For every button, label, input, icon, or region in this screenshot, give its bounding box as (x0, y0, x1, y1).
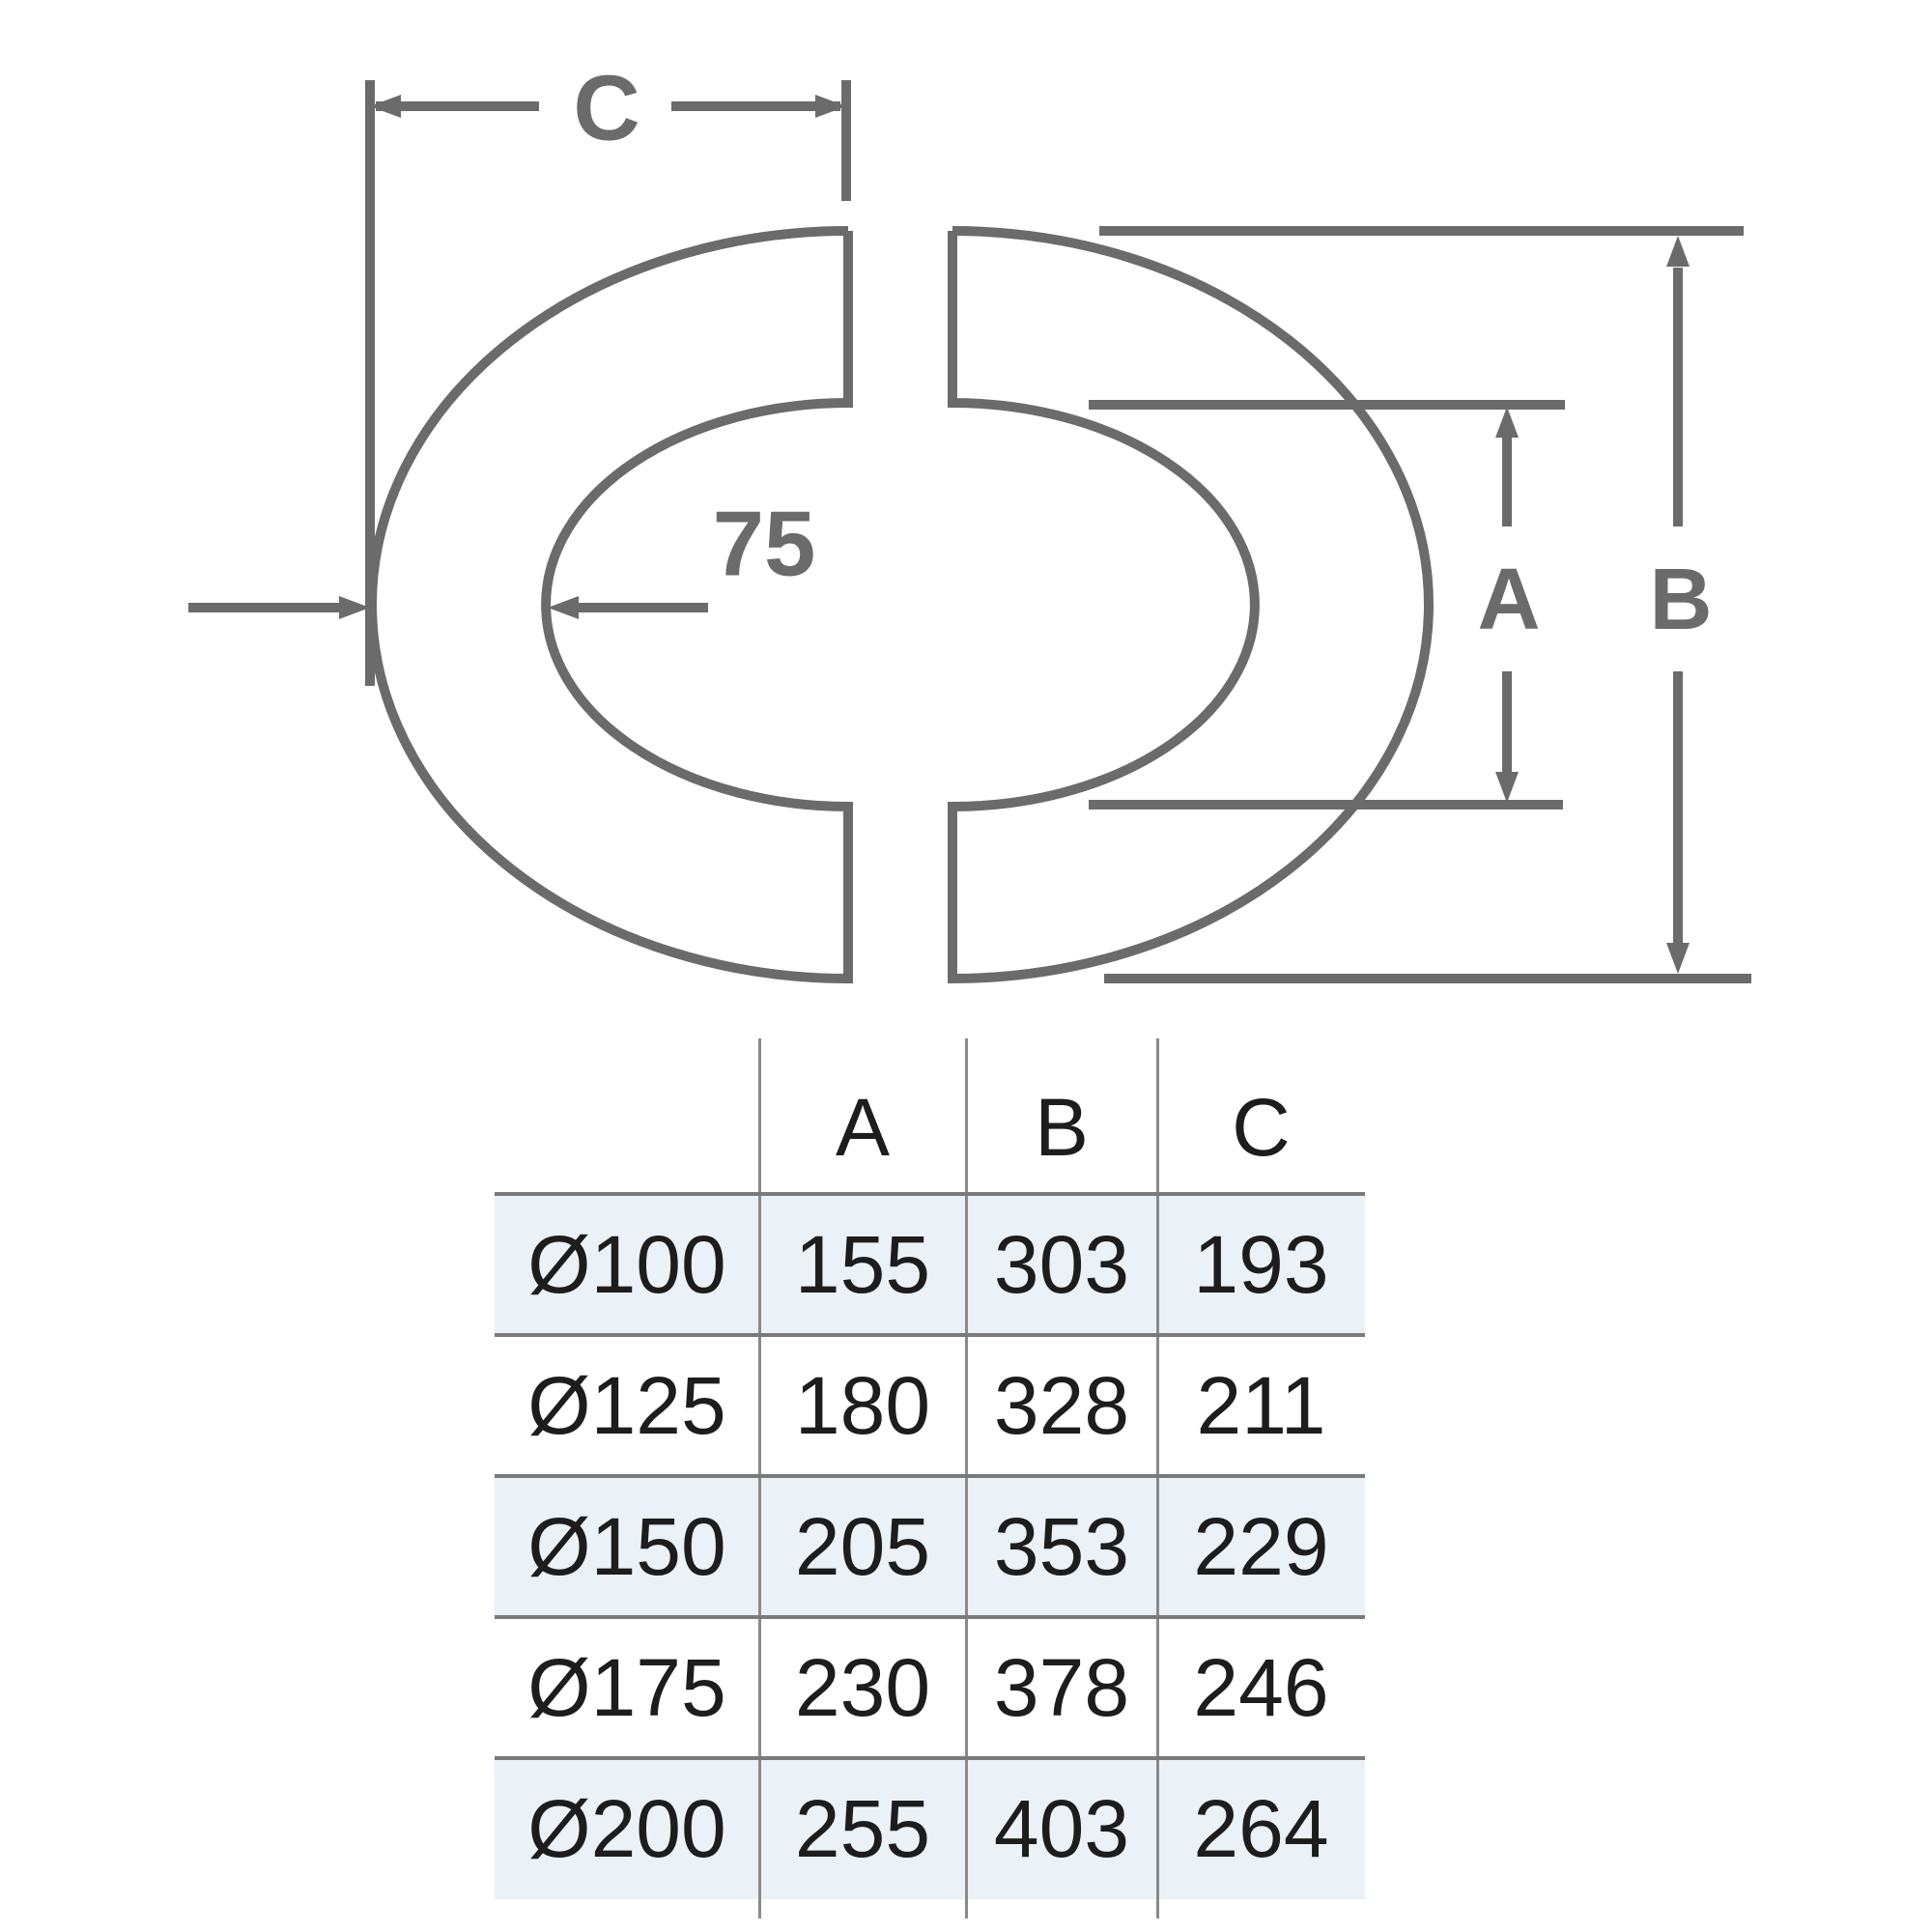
table-cell-value: 255 (794, 1783, 931, 1874)
dim-c-label: C (573, 57, 639, 160)
dim-a-label: A (1478, 552, 1541, 648)
table-cell-value: 229 (1193, 1501, 1329, 1592)
table-row-label: Ø125 (527, 1360, 726, 1451)
table-cell-value: 230 (794, 1642, 931, 1733)
table-cell-value: 155 (794, 1219, 931, 1310)
table-column-line (965, 1038, 968, 1918)
table-row-line (495, 1192, 1365, 1196)
dim-a-arrowhead-down (1495, 772, 1519, 803)
table-cell-value: 328 (993, 1360, 1130, 1451)
table-row-line (495, 1333, 1365, 1337)
table-row-line (495, 1756, 1365, 1760)
table-row-label: Ø175 (527, 1642, 726, 1733)
table-header-c: C (1232, 1081, 1291, 1173)
table-row-line (495, 1615, 1365, 1619)
dim-75-arrow-left-pointing (548, 596, 579, 619)
right-half-ring (948, 226, 1434, 984)
dim-c-arrow-right (815, 95, 846, 118)
table-row-shading (495, 1476, 1365, 1617)
dim-b-arrowhead-up (1666, 236, 1690, 267)
table-header-b: B (1034, 1081, 1090, 1173)
table-cell-value: 264 (1193, 1783, 1329, 1874)
split-ring-drawing: C 75 A B (188, 57, 1751, 984)
drawing-svg: C 75 A B (188, 57, 1751, 984)
table-cell-value: 205 (794, 1501, 931, 1592)
table-column-line (758, 1038, 761, 1918)
table-row-shading (495, 1758, 1365, 1899)
table-cell-value: 193 (1193, 1219, 1329, 1310)
table-cell-value: 353 (993, 1501, 1130, 1592)
dim-b-arrowhead-down (1666, 943, 1690, 974)
table-cell-value: 180 (794, 1360, 931, 1451)
table-row-line (495, 1474, 1365, 1478)
dim-a-arrowhead-up (1495, 407, 1519, 438)
dim-75-arrow-right-pointing (339, 596, 370, 619)
dim-75-label: 75 (713, 493, 816, 596)
table-header-a: A (835, 1081, 891, 1173)
table-row-shading (495, 1194, 1365, 1335)
table-cell-value: 211 (1196, 1360, 1326, 1451)
table-cell-value: 403 (993, 1783, 1130, 1874)
table-column-line (1156, 1038, 1159, 1918)
dim-c-arrow-left (370, 95, 401, 118)
left-half-ring (367, 226, 853, 984)
table-cell-value: 378 (993, 1642, 1130, 1733)
table-row-label: Ø100 (527, 1219, 726, 1310)
table-cell-value: 303 (993, 1219, 1130, 1310)
table-row-label: Ø150 (527, 1501, 726, 1592)
table-row-label: Ø200 (527, 1783, 726, 1874)
dim-b-label: B (1650, 552, 1713, 648)
table-cell-value: 246 (1193, 1642, 1329, 1733)
